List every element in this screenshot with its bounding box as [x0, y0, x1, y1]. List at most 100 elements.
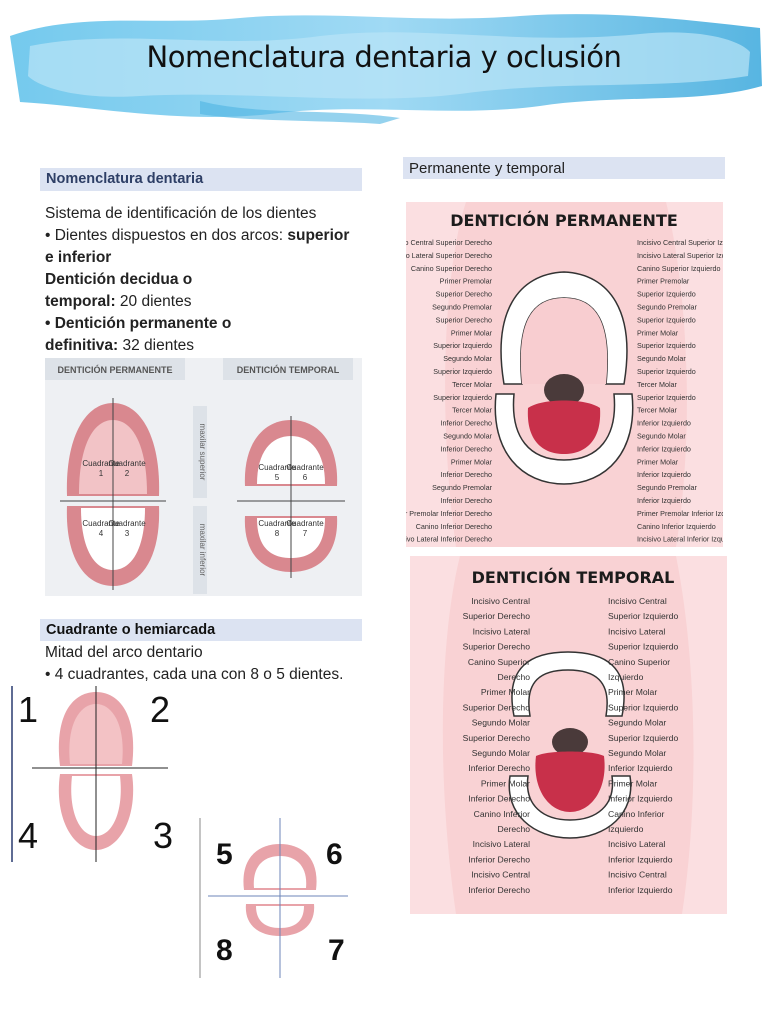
text-span: • Dientes dispuestos en dos arcos:	[45, 227, 288, 244]
perm-lower-teeth	[494, 393, 634, 485]
quadrant-number: 8	[216, 934, 233, 967]
diagram-label: Tercer Molar	[452, 406, 493, 415]
text-line: • Dientes dispuestos en dos arcos: super…	[45, 225, 365, 247]
temp-right-labels: Incisivo Central Superior IzquierdoIncisi…	[608, 596, 678, 895]
cuadrante-label: Cuadrante	[258, 463, 296, 472]
diagram-label: Inferior Izquierdo	[608, 794, 673, 804]
diagram-label: Primer Molar	[637, 328, 679, 337]
diagram-label: Primer Molar	[451, 328, 493, 337]
diagram-label: Incisivo Central	[608, 870, 667, 880]
temp-lower-teeth	[508, 751, 632, 839]
cuadrante-label: Cuadrante	[82, 459, 120, 468]
diagram-label: Segundo Molar	[443, 354, 492, 363]
diagram-label: Segundo Premolar	[432, 483, 493, 492]
diagram-label: Segundo Premolar	[637, 303, 698, 312]
diagram-label: Primer Premolar Inferior Izquierdo	[637, 509, 723, 518]
cuadrante-label: Cuadrante	[108, 519, 146, 528]
q2-label: 2	[125, 469, 130, 478]
text-bold: definitiva:	[45, 337, 119, 354]
diagram-label: Primer Molar	[451, 457, 493, 466]
diagram-label: Inferior Derecho	[468, 885, 530, 895]
diagram-label: Superior Izquierdo	[433, 341, 492, 350]
diagram-label: Segundo Molar	[637, 432, 686, 441]
nomenclatura-text: Sistema de identificación de los dientes…	[45, 203, 365, 357]
perm-left-labels: Incisivo Central Superior DerechoIncisiv…	[406, 238, 493, 544]
page-title: Nomenclatura dentaria y oclusión	[146, 40, 622, 74]
diagram-label: Tercer Molar	[637, 406, 678, 415]
diagram-label: Derecho	[498, 672, 531, 682]
text-bold: superior	[287, 227, 350, 244]
diagram-label: Inferior Izquierdo	[608, 763, 673, 773]
text-line: • 4 cuadrantes, cada una con 8 o 5 dient…	[45, 666, 344, 683]
text-line: e inferior	[45, 247, 365, 269]
diagram-label: Primer Premolar	[440, 277, 493, 286]
diagram-label: Primer Molar	[637, 457, 679, 466]
diagram-label: Incisivo Lateral	[473, 839, 530, 849]
diagram-label: Superior Izquierdo	[637, 393, 696, 402]
cuadrante-label: Cuadrante	[258, 519, 296, 528]
diagram-label: Superior Derecho	[463, 733, 531, 743]
text-line: Mitad del arco dentario	[45, 644, 203, 661]
diagram-label: Incisivo Lateral	[473, 626, 530, 636]
diagram-label: Primer Molar	[608, 687, 657, 697]
diagram-label: Incisivo Lateral Superior Izquierdo	[637, 251, 723, 260]
diagram-label: Primer Molar	[481, 778, 530, 788]
diagram-label: Canino Inferior	[608, 809, 665, 819]
text-line: • Dentición permanente o	[45, 313, 365, 335]
q8-label: 8	[275, 529, 280, 538]
q1-label: 1	[99, 469, 104, 478]
diagram-label: Inferior Derecho	[440, 470, 492, 479]
text-bold: • Dentición permanente o	[45, 315, 232, 332]
diagram-label: Derecho	[498, 824, 531, 834]
diagram-label: Inferior Izquierdo	[637, 496, 691, 505]
diagram-label: Inferior Derecho	[440, 419, 492, 428]
text-span: 20 dientes	[115, 293, 192, 310]
temp-diagram-title: DENTICIÓN TEMPORAL	[472, 568, 675, 587]
diagram-label: Inferior Izquierdo	[608, 854, 673, 864]
permanent-quadrants-diagram: 1 2 3 4	[11, 686, 173, 862]
diagram-label: Tercer Molar	[637, 380, 678, 389]
quadrant-number: 5	[216, 838, 233, 871]
temp-upper-teeth	[511, 651, 625, 717]
diagram-label: Superior Derecho	[463, 611, 531, 621]
diagram-label: Canino Inferior Izquierdo	[637, 522, 716, 531]
diagram-label: Primer Premolar Inferior Derecho	[406, 509, 492, 518]
diagram-label: Segundo Premolar	[637, 483, 698, 492]
section-heading-cuadrante: Cuadrante o hemiarcada	[40, 619, 362, 641]
text-bold: e inferior	[45, 249, 112, 266]
maxilar-superior-label: maxilar superior	[198, 424, 207, 481]
diagram-label: Superior Derecho	[463, 642, 531, 652]
perm-diagram-title: DENTICIÓN PERMANENTE	[450, 211, 678, 230]
chart-perm-label: DENTICIÓN PERMANENTE	[57, 364, 172, 375]
permanent-dentition-diagram: DENTICIÓN PERMANENTE Incisivo Central Su…	[406, 202, 723, 547]
quadrant-number: 6	[326, 838, 343, 871]
quadrant-number: 3	[153, 815, 173, 856]
text-bold: temporal:	[45, 293, 116, 310]
diagram-label: Superior Derecho	[436, 290, 492, 299]
diagram-label: Incisivo Lateral Inferior Izquierdo	[637, 535, 723, 544]
diagram-label: Superior Izquierdo	[637, 367, 696, 376]
section-heading-permanente-temporal: Permanente y temporal	[403, 157, 725, 179]
text-bold: Dentición decidua o	[45, 271, 193, 288]
text-line: Sistema de identificación de los dientes	[45, 205, 317, 222]
quadrant-number: 2	[150, 689, 170, 730]
quadrant-number: 4	[18, 815, 38, 856]
diagram-label: Superior Izquierdo	[608, 702, 678, 712]
diagram-label: Segundo Molar	[608, 718, 666, 728]
diagram-label: Incisivo Central Superior Izquierdo	[637, 238, 723, 247]
text-line: temporal: 20 dientes	[45, 291, 365, 313]
diagram-label: Inferior Izquierdo	[637, 419, 691, 428]
diagram-label: Superior Izquierdo	[608, 642, 678, 652]
diagram-label: Incisivo Lateral Superior Derecho	[406, 251, 492, 260]
diagram-label: Canino Superior	[468, 657, 530, 667]
diagram-label: Superior Derecho	[436, 315, 492, 324]
diagram-label: Incisivo Lateral	[608, 839, 665, 849]
diagram-label: Incisivo Central	[471, 870, 530, 880]
diagram-label: Superior Izquierdo	[637, 315, 696, 324]
diagram-label: Segundo Molar	[637, 354, 686, 363]
diagram-label: Inferior Izquierdo	[637, 470, 691, 479]
cuadrante-label: Cuadrante	[82, 519, 120, 528]
maxilar-inferior-label: maxilar inferior	[198, 524, 207, 577]
section-heading-nomenclatura: Nomenclatura dentaria	[40, 168, 362, 191]
